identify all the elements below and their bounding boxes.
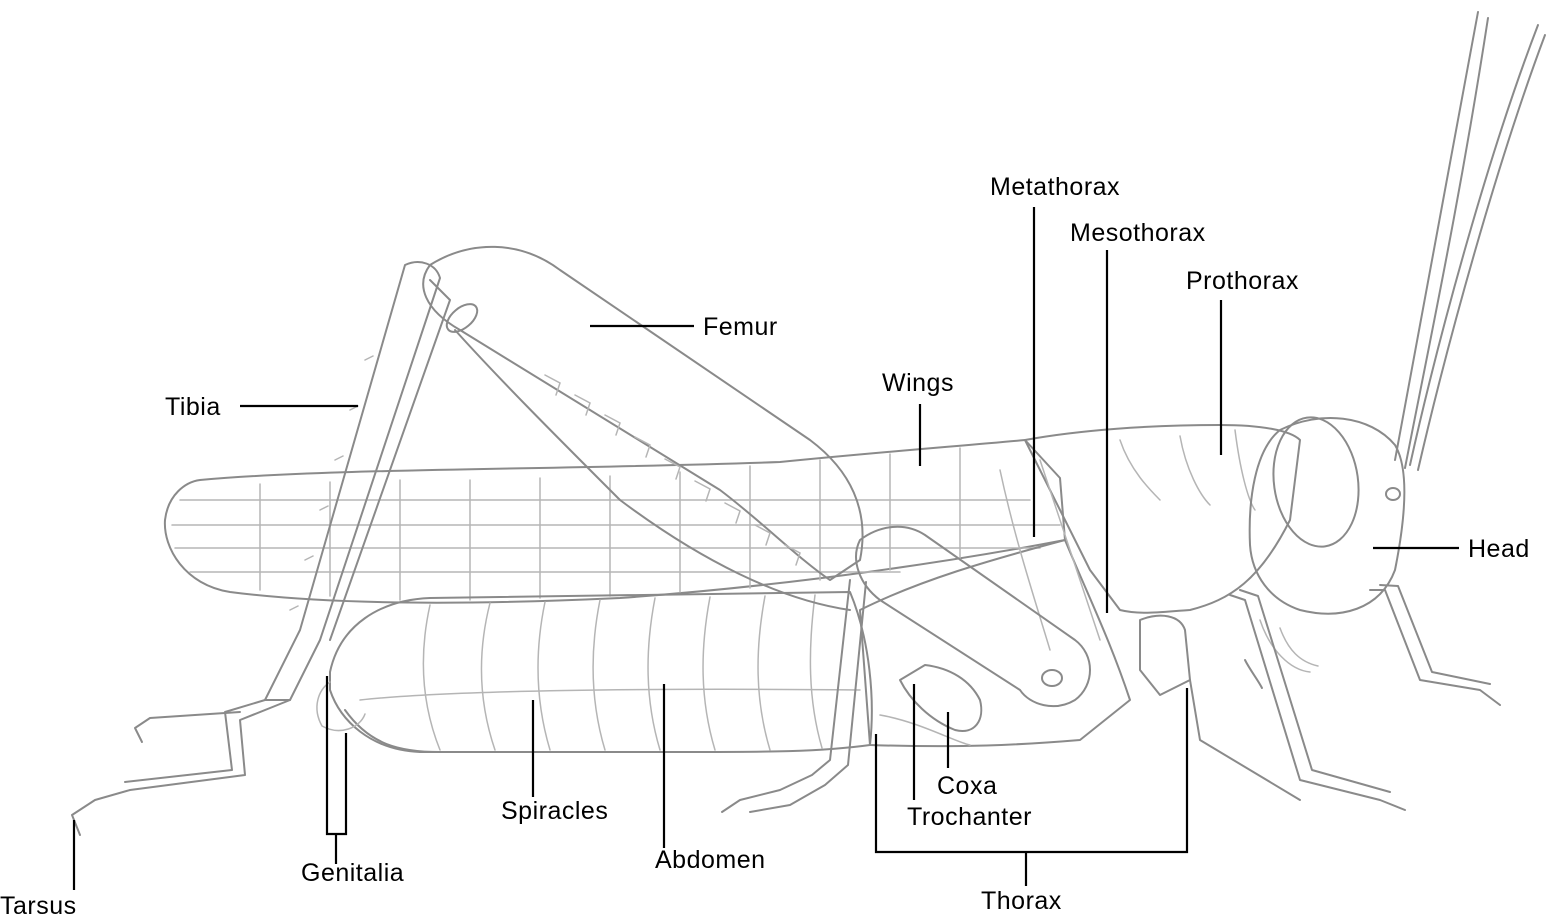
- front-legs: [1140, 585, 1500, 810]
- genitalia-bracket: [327, 676, 346, 834]
- label-spiracles: Spiracles: [501, 797, 608, 826]
- label-thorax: Thorax: [981, 887, 1062, 916]
- label-coxa: Coxa: [937, 772, 997, 801]
- antennae: [1395, 12, 1545, 470]
- label-genitalia: Genitalia: [301, 859, 404, 888]
- label-metathorax: Metathorax: [990, 173, 1120, 202]
- label-prothorax: Prothorax: [1186, 267, 1299, 296]
- middle-leg: [722, 580, 866, 812]
- head-shape: [1245, 412, 1404, 688]
- abdomen-shape: [317, 592, 872, 752]
- label-head: Head: [1468, 535, 1530, 564]
- label-mesothorax: Mesothorax: [1070, 219, 1206, 248]
- forewing: [165, 440, 1065, 603]
- label-tarsus: Tarsus: [0, 892, 77, 921]
- label-wings: Wings: [882, 369, 954, 398]
- label-abdomen: Abdomen: [655, 846, 766, 875]
- hind-femur: [423, 247, 862, 610]
- label-trochanter: Trochanter: [907, 803, 1032, 832]
- label-tibia: Tibia: [165, 393, 221, 422]
- fore-thigh: [856, 527, 1090, 745]
- label-femur: Femur: [703, 313, 778, 342]
- thorax-shape: [860, 425, 1300, 746]
- wing-venation: [172, 448, 1060, 600]
